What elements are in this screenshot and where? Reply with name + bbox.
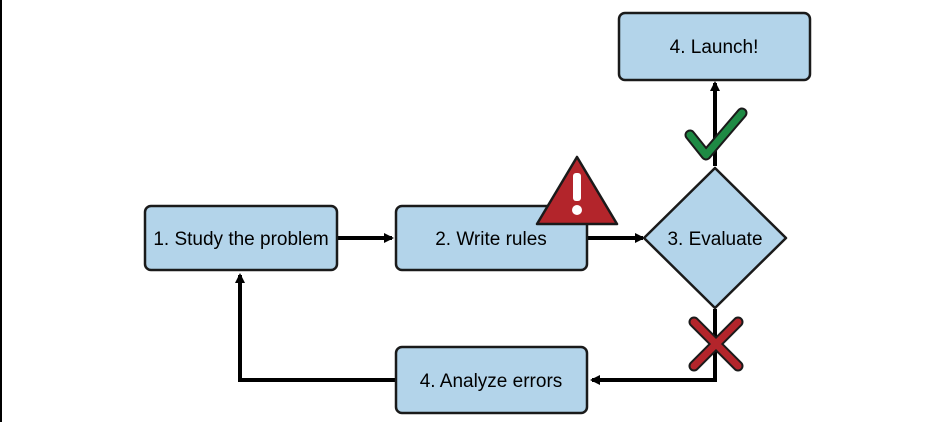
node-evaluate-label: 3. Evaluate (667, 229, 762, 250)
node-evaluate: 3. Evaluate (642, 166, 788, 310)
node-analyze-label: 4. Analyze errors (420, 371, 563, 392)
arrow-evaluate-to-analyze (590, 309, 717, 385)
node-study: 1. Study the problem (143, 204, 339, 272)
cross-icon (688, 316, 744, 372)
node-analyze: 4. Analyze errors (394, 345, 589, 415)
checkmark-icon (684, 107, 748, 161)
node-launch: 4. Launch! (617, 11, 812, 82)
node-launch-label: 4. Launch! (670, 37, 759, 58)
node-write-label: 2. Write rules (435, 229, 547, 250)
warning-icon (535, 155, 619, 226)
arrow-analyze-to-study (235, 273, 396, 382)
node-study-label: 1. Study the problem (153, 229, 328, 250)
